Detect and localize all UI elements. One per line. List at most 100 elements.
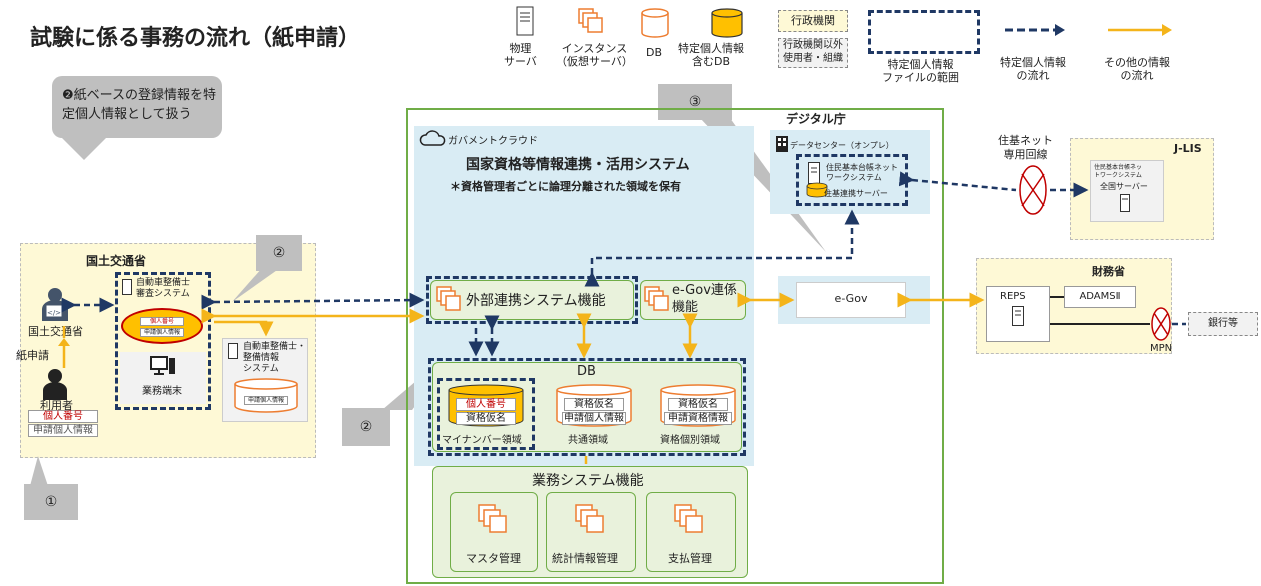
jlis-title: J-LIS	[1174, 142, 1202, 155]
sys1-field-mynumber: 個人番号	[140, 317, 184, 326]
db-icon	[641, 8, 669, 38]
callout-paper-pii-text: ❷紙ベースの登録情報を特 定個人情報として扱う	[62, 88, 217, 122]
db1-label: マイナンバー領域	[442, 435, 522, 446]
marker-two-bottom: ②	[342, 408, 390, 446]
juki-system-label: 住民基本台帳ネット ワークシステム	[826, 163, 898, 182]
system-title: 国家資格等情報連携・活用システム	[466, 157, 690, 173]
jlis-server-icon	[1120, 194, 1130, 212]
sys2-field-info: 申請個人情報	[244, 396, 288, 405]
gov-cloud-region	[406, 108, 944, 584]
sys1-label: 自動車整備士 審査システム	[136, 278, 191, 299]
ext-linkage-function	[430, 280, 634, 320]
building-icon	[776, 136, 788, 152]
egov-box: e-Gov	[796, 282, 906, 318]
digital-agency-title: デジタル庁	[786, 112, 846, 126]
legend-other-arrow	[1108, 24, 1172, 36]
applicant-icon	[43, 369, 67, 400]
applicant-field-info: 申請個人情報	[28, 424, 98, 437]
ext-linkage-label: 外部連携システム機能	[466, 293, 606, 309]
sys1-db-highlight	[121, 308, 203, 344]
egov-link-instance-icon	[644, 286, 669, 311]
pii-flow-lines	[61, 171, 1089, 357]
marker-one: ①	[24, 484, 78, 520]
mpn-icon	[1151, 307, 1171, 341]
adams-box: ADAMSⅡ	[1064, 286, 1136, 308]
db-title: DB	[577, 364, 596, 379]
mof-network-lines	[1050, 296, 1186, 326]
bank-box: 銀行等	[1188, 312, 1258, 336]
db1-field-mynumber: 個人番号	[456, 398, 516, 411]
marker-two-top: ②	[256, 235, 302, 271]
sys2-label: 自動車整備士・ 整備情報 システム	[243, 342, 307, 374]
legend-pii-file-scope: 特定個人情報 ファイルの範囲	[882, 58, 959, 84]
reps-label: REPS	[1000, 291, 1026, 302]
legend-pii-file-box	[868, 10, 980, 54]
db3-field-info: 申請資格情報	[664, 412, 732, 425]
jlis-sub-label: 住民基本台帳ネッ トワークシステム	[1094, 164, 1143, 179]
biz-payment-instance-icon	[674, 504, 703, 533]
mlit-pii-scope	[115, 272, 211, 410]
callout-paper-pii	[52, 76, 222, 138]
db3-label: 資格個別領域	[660, 435, 720, 446]
reps-server-icon	[1012, 306, 1024, 326]
legend-instance: インスタンス （仮想サーバ）	[556, 42, 633, 68]
biz-stats-label: 統計情報管理	[552, 552, 618, 565]
marker-one-pointer	[30, 456, 48, 486]
juki-line-icon	[1019, 165, 1047, 215]
legend-gov-org: 行政機関	[778, 10, 848, 32]
system-note: ＊資格管理者ごとに論理分離された領域を保有	[450, 180, 681, 193]
mpn-label: MPN	[1150, 343, 1173, 354]
legend-pii-db: 特定個人情報 含むDB	[678, 42, 744, 68]
applicant-label: 利用者	[40, 399, 73, 412]
gov-user-label: 国土交通省	[28, 325, 83, 338]
gov-cloud-label: ガバメントクラウド	[448, 136, 538, 147]
db2-field-info: 申請個人情報	[562, 412, 626, 425]
db1-pii-scope	[437, 378, 535, 450]
terminal-label: 業務端末	[142, 386, 182, 397]
terminal-icon	[150, 356, 175, 375]
juki-server-label: 住基連携サーバー	[824, 189, 888, 198]
db2-label: 共通領域	[568, 435, 608, 446]
db-pii-scope	[428, 358, 746, 456]
legend-server: 物理 サーバ	[504, 42, 537, 68]
jlis-server-label: 全国サーバー	[1100, 182, 1148, 191]
egov-link-label: e-Gov連係 機能	[672, 283, 737, 315]
sys1-field-info: 申請個人情報	[140, 328, 184, 337]
biz-system-title: 業務システム機能	[532, 473, 644, 489]
db1-field-pseudonym: 資格仮名	[456, 412, 516, 425]
biz-master-label: マスタ管理	[466, 552, 521, 565]
mlit-title: 国土交通省	[86, 254, 147, 268]
legend-pii-arrow	[1005, 24, 1065, 36]
juki-line-label: 住基ネット 専用回線	[998, 134, 1053, 161]
legend-pii-flow: 特定個人情報 の流れ	[1000, 56, 1066, 82]
instance-icon	[578, 8, 603, 33]
ext-pii-scope	[426, 276, 638, 324]
legend-other-flow: その他の情報 の流れ	[1104, 56, 1170, 82]
biz-master-instance-icon	[478, 504, 507, 533]
db2-field-pseudonym: 資格仮名	[564, 398, 624, 411]
pii-db-icon	[711, 8, 743, 38]
datacenter-label: データセンター（オンプレ）	[790, 141, 894, 150]
biz-payment-label: 支払管理	[668, 552, 712, 565]
sys2-server-icon	[228, 343, 238, 359]
other-flow-lines	[62, 292, 985, 464]
paper-arrow	[58, 338, 70, 368]
gov-user-icon: </>	[42, 288, 68, 321]
svg-text:</>: </>	[47, 309, 61, 317]
callout-pointer	[60, 136, 108, 160]
ext-instance-icon	[436, 286, 461, 311]
paper-application-label: 紙申請	[16, 349, 49, 362]
server-icon	[516, 6, 534, 36]
applicant-field-mynumber: 個人番号	[28, 410, 98, 423]
legend-non-gov: 行政機関以外 使用者・組織	[778, 38, 848, 68]
sys1-server-icon	[122, 279, 132, 295]
legend: 物理 サーバ インスタンス （仮想サーバ） DB 特定個人情報 含むDB 行政機…	[500, 4, 1180, 94]
marker-three-top: ③	[658, 84, 732, 120]
juki-db-icon	[806, 182, 828, 198]
cloud-icon	[419, 130, 446, 146]
mof-title: 財務省	[1092, 265, 1125, 278]
page-title: 試験に係る事務の流れ（紙申請）	[30, 26, 361, 51]
legend-db: DB	[646, 46, 663, 59]
